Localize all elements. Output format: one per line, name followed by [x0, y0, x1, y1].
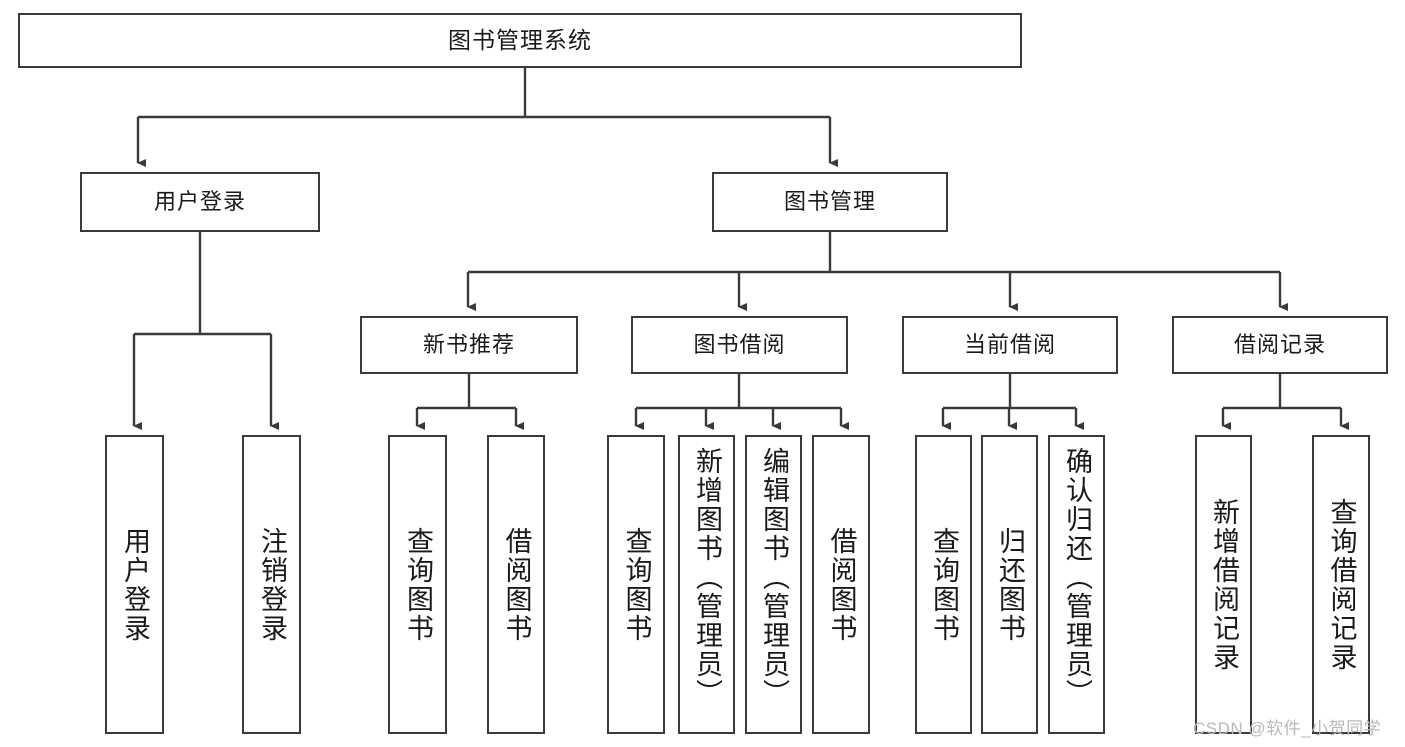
- node-label: 查询图书: [621, 526, 652, 643]
- node-label: 新书推荐: [422, 331, 515, 357]
- node-label: 编辑图书（管理员）: [759, 447, 789, 708]
- node-label: 查询图书: [929, 526, 959, 643]
- node-label: 新增图书（管理员）: [692, 447, 722, 708]
- node-leaf-add-book-admin[interactable]: 新增图书（管理员）: [678, 435, 735, 734]
- node-user-login[interactable]: 用户登录: [80, 172, 320, 232]
- node-label: 注销登录: [257, 526, 287, 643]
- node-label: 借阅记录: [1233, 331, 1326, 357]
- node-leaf-query-book-rec[interactable]: 查询图书: [388, 435, 447, 734]
- node-label: 图书借阅: [693, 331, 786, 357]
- node-book-manage[interactable]: 图书管理: [712, 172, 948, 232]
- node-leaf-confirm-return-admin[interactable]: 确认归还（管理员）: [1048, 435, 1105, 734]
- node-leaf-return-book[interactable]: 归还图书: [981, 435, 1038, 734]
- node-label: 当前借阅: [963, 331, 1056, 357]
- node-leaf-user-login[interactable]: 用户登录: [105, 435, 164, 734]
- node-label: 用户登录: [153, 188, 246, 214]
- node-label: 借阅图书: [826, 526, 857, 643]
- node-leaf-borrow-book[interactable]: 借阅图书: [812, 435, 870, 734]
- node-label: 归还图书: [995, 526, 1025, 643]
- node-label: 新增借阅记录: [1209, 497, 1239, 672]
- node-book-borrow[interactable]: 图书借阅: [631, 316, 848, 374]
- node-label: 借阅图书: [501, 526, 532, 643]
- node-label: 图书管理系统: [448, 26, 592, 53]
- node-label: 查询图书: [403, 526, 433, 643]
- node-label: 用户登录: [120, 526, 150, 643]
- node-leaf-query-book-current[interactable]: 查询图书: [915, 435, 972, 734]
- node-new-book-recommend[interactable]: 新书推荐: [360, 316, 578, 374]
- node-leaf-query-book-borrow[interactable]: 查询图书: [607, 435, 665, 734]
- node-label: 图书管理: [783, 188, 876, 214]
- node-leaf-edit-book-admin[interactable]: 编辑图书（管理员）: [745, 435, 802, 734]
- node-borrow-record[interactable]: 借阅记录: [1172, 316, 1388, 374]
- node-leaf-add-borrow-record[interactable]: 新增借阅记录: [1195, 435, 1252, 734]
- node-label: 查询借阅记录: [1326, 497, 1357, 672]
- node-label: 确认归还（管理员）: [1062, 447, 1092, 708]
- node-current-borrow[interactable]: 当前借阅: [902, 316, 1118, 374]
- node-leaf-logout-login[interactable]: 注销登录: [242, 435, 301, 734]
- watermark-text: CSDN @软件_小贺同学: [1193, 719, 1382, 738]
- node-leaf-borrow-book-rec[interactable]: 借阅图书: [487, 435, 545, 734]
- node-root[interactable]: 图书管理系统: [18, 13, 1022, 68]
- node-leaf-query-borrow-record[interactable]: 查询借阅记录: [1312, 435, 1370, 734]
